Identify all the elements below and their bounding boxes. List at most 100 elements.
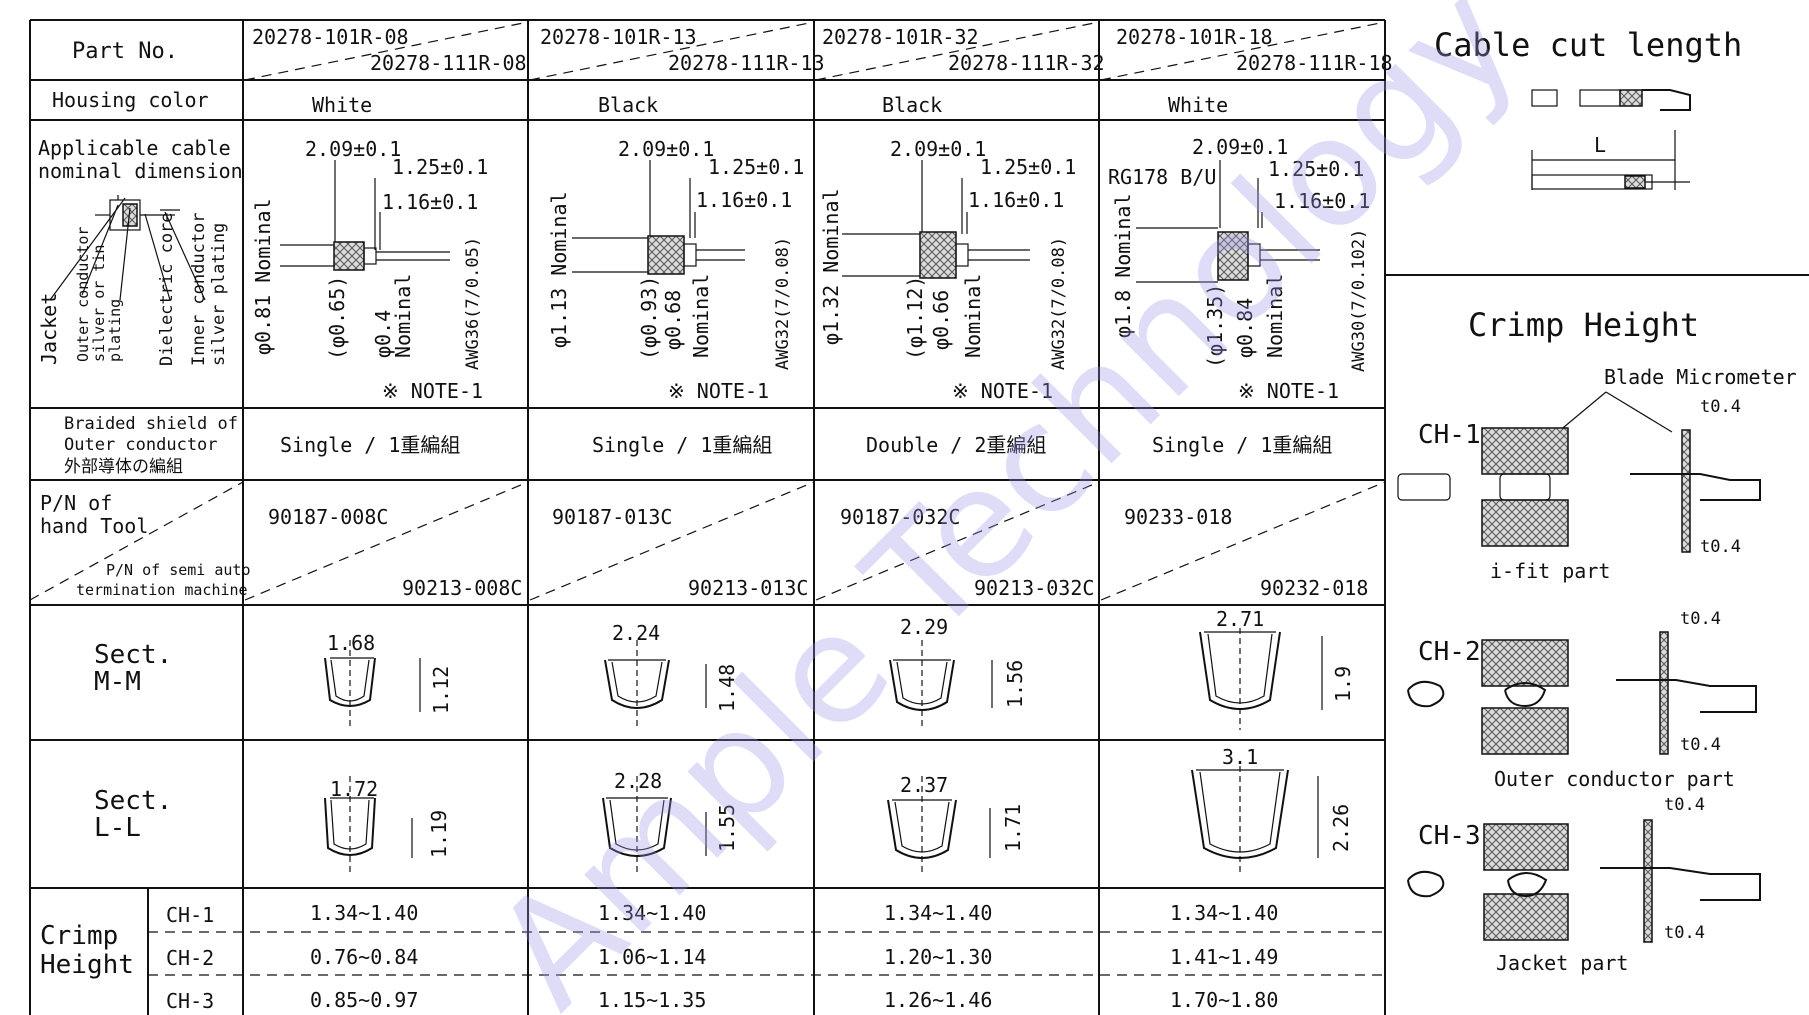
sect-mm-label-1: Sect.: [94, 640, 172, 670]
ifit-part-label: i-fit part: [1490, 559, 1610, 583]
hand-tool-pn: 90187-008C: [268, 505, 388, 529]
part-number-111: 20278-111R-13: [668, 51, 825, 75]
dim-pin: 1.16±0.1: [382, 190, 478, 214]
cable-cut-length-panel: Cable cut length L: [1434, 26, 1742, 190]
ch2-row-label: CH-2: [166, 946, 214, 970]
crimp-ch1: 1.34~1.40: [1170, 901, 1278, 925]
machine-pn: 90213-008C: [402, 576, 522, 600]
cable-label-line2: nominal dimension: [38, 159, 243, 183]
machine-pn: 90213-032C: [974, 576, 1094, 600]
dim-overall: 2.09±0.1: [305, 137, 401, 161]
t04-ch2-top: t0.4: [1680, 609, 1721, 629]
section-ll-drawing: [324, 776, 413, 872]
crimp-height-panel: Crimp Height Blade Micrometer CH-1 t0.4 …: [1397, 306, 1797, 975]
section-mm-drawing: [324, 640, 421, 730]
cut-length-l: L: [1594, 133, 1606, 157]
tool-label-line1: P/N of: [40, 491, 112, 515]
jacket-diameter: φ1.32 Nominal: [819, 188, 843, 345]
cable-cut-title: Cable cut length: [1434, 26, 1742, 64]
column-18: 20278-101R-18 20278-111R-18 White RG178 …: [1108, 25, 1393, 1012]
part-number-111: 20278-111R-08: [370, 51, 527, 75]
jacket-diameter: φ1.8 Nominal: [1111, 194, 1135, 339]
inner-diameter: φ0.84: [1233, 298, 1257, 358]
crimp-height-title: Crimp Height: [1468, 306, 1699, 344]
cable-drawing: [280, 160, 450, 271]
note-ref: ※ NOTE-1: [1238, 379, 1339, 403]
braid-label-line2: Outer conductor: [64, 435, 218, 455]
t04-ch1-top: t0.4: [1700, 397, 1741, 417]
jacket-part-label: Jacket part: [1496, 951, 1628, 975]
note-ref: ※ NOTE-1: [382, 379, 483, 403]
crimp-ch1: 1.34~1.40: [598, 901, 706, 925]
tool-label-line2: hand Tool: [40, 514, 148, 538]
awg-spec: AWG32(7/0.08): [1049, 237, 1069, 370]
sect-mm-label-2: M-M: [94, 667, 141, 697]
t04-ch3-bottom: t0.4: [1664, 923, 1705, 943]
section-mm-drawing: [889, 640, 993, 730]
cable-part-inner-conductor: Inner conductor: [189, 212, 209, 366]
dim-pin: 1.16±0.1: [696, 188, 792, 212]
mm-height: 1.48: [715, 664, 739, 712]
dim-crimp: 1.25±0.1: [980, 155, 1076, 179]
hand-tool-pn: 90187-013C: [552, 505, 672, 529]
inner-diameter: φ0.68: [661, 290, 685, 350]
crimp-ch3: 1.70~1.80: [1170, 988, 1278, 1012]
mm-width: 1.68: [327, 631, 375, 655]
mm-height: 1.56: [1003, 660, 1027, 708]
ll-height: 1.71: [1001, 804, 1025, 852]
spec-table-grid: [29, 19, 1809, 1015]
braid-label-line1: Braided shield of: [64, 414, 238, 434]
inner-nominal: Nominal: [961, 274, 985, 358]
crimp-ch3: 1.15~1.35: [598, 988, 706, 1012]
column-13: 20278-101R-13 20278-111R-13 Black 2.09±0…: [540, 25, 825, 1012]
braid-label-line3: 外部導体の編組: [64, 457, 183, 477]
crimp-ch2: 1.06~1.14: [598, 945, 706, 969]
ch1-label: CH-1: [1418, 420, 1481, 450]
braid-type: Single / 1重編組: [1152, 433, 1332, 457]
section-mm-drawing: [604, 640, 707, 730]
machine-pn: 90232-018: [1260, 576, 1368, 600]
part-number-101: 20278-101R-18: [1116, 25, 1273, 49]
mm-width: 2.29: [900, 615, 948, 639]
housing-color: Black: [598, 93, 658, 117]
ch2-label: CH-2: [1418, 637, 1481, 667]
dielectric-diameter: (φ1.12): [903, 276, 927, 360]
cable-part-jacket: Jacket: [37, 293, 61, 365]
note-ref: ※ NOTE-1: [668, 379, 769, 403]
crimp-ch2: 1.41~1.49: [1170, 945, 1278, 969]
row-labels: Part No. Housing color Applicable cable …: [37, 39, 251, 1013]
crimp-height-label-1: Crimp: [40, 921, 118, 951]
t04-ch1-bottom: t0.4: [1700, 537, 1741, 557]
dielectric-diameter: (φ0.93): [637, 276, 661, 360]
section-ll-drawing: [602, 776, 707, 872]
awg-spec: AWG36(7/0.05): [463, 237, 483, 370]
crimp-ch1: 1.34~1.40: [884, 901, 992, 925]
housing-color: White: [312, 93, 372, 117]
hand-tool-pn: 90187-032C: [840, 505, 960, 529]
crimp-ch2: 1.20~1.30: [884, 945, 992, 969]
dim-crimp: 1.25±0.1: [1268, 157, 1364, 181]
dim-overall: 2.09±0.1: [618, 137, 714, 161]
machine-pn: 90213-013C: [688, 576, 808, 600]
inner-diameter: φ0.4: [371, 310, 395, 358]
inner-nominal: Nominal: [1263, 274, 1287, 358]
part-number-111: 20278-111R-32: [948, 51, 1105, 75]
cable-part-dielectric: Dielectric core: [157, 212, 177, 366]
crimp-ch3: 0.85~0.97: [310, 988, 418, 1012]
ll-width: 1.72: [330, 777, 378, 801]
mm-width: 2.24: [612, 621, 660, 645]
section-ll-drawing: [887, 776, 991, 872]
mm-width: 2.71: [1216, 607, 1264, 631]
ll-width: 3.1: [1222, 745, 1258, 769]
cable-part-outer-conductor: Outer conductor: [74, 227, 92, 362]
mm-height: 1.12: [429, 666, 453, 714]
dim-overall: 2.09±0.1: [1192, 135, 1288, 159]
machine-label-line1: P/N of semi auto: [106, 561, 251, 579]
part-no-label: Part No.: [72, 39, 178, 64]
dim-crimp: 1.25±0.1: [392, 155, 488, 179]
cable-drawing: [1136, 160, 1320, 283]
sect-ll-label-2: L-L: [94, 813, 141, 843]
crimp-ch1: 1.34~1.40: [310, 901, 418, 925]
inner-diameter: φ0.66: [929, 290, 953, 350]
